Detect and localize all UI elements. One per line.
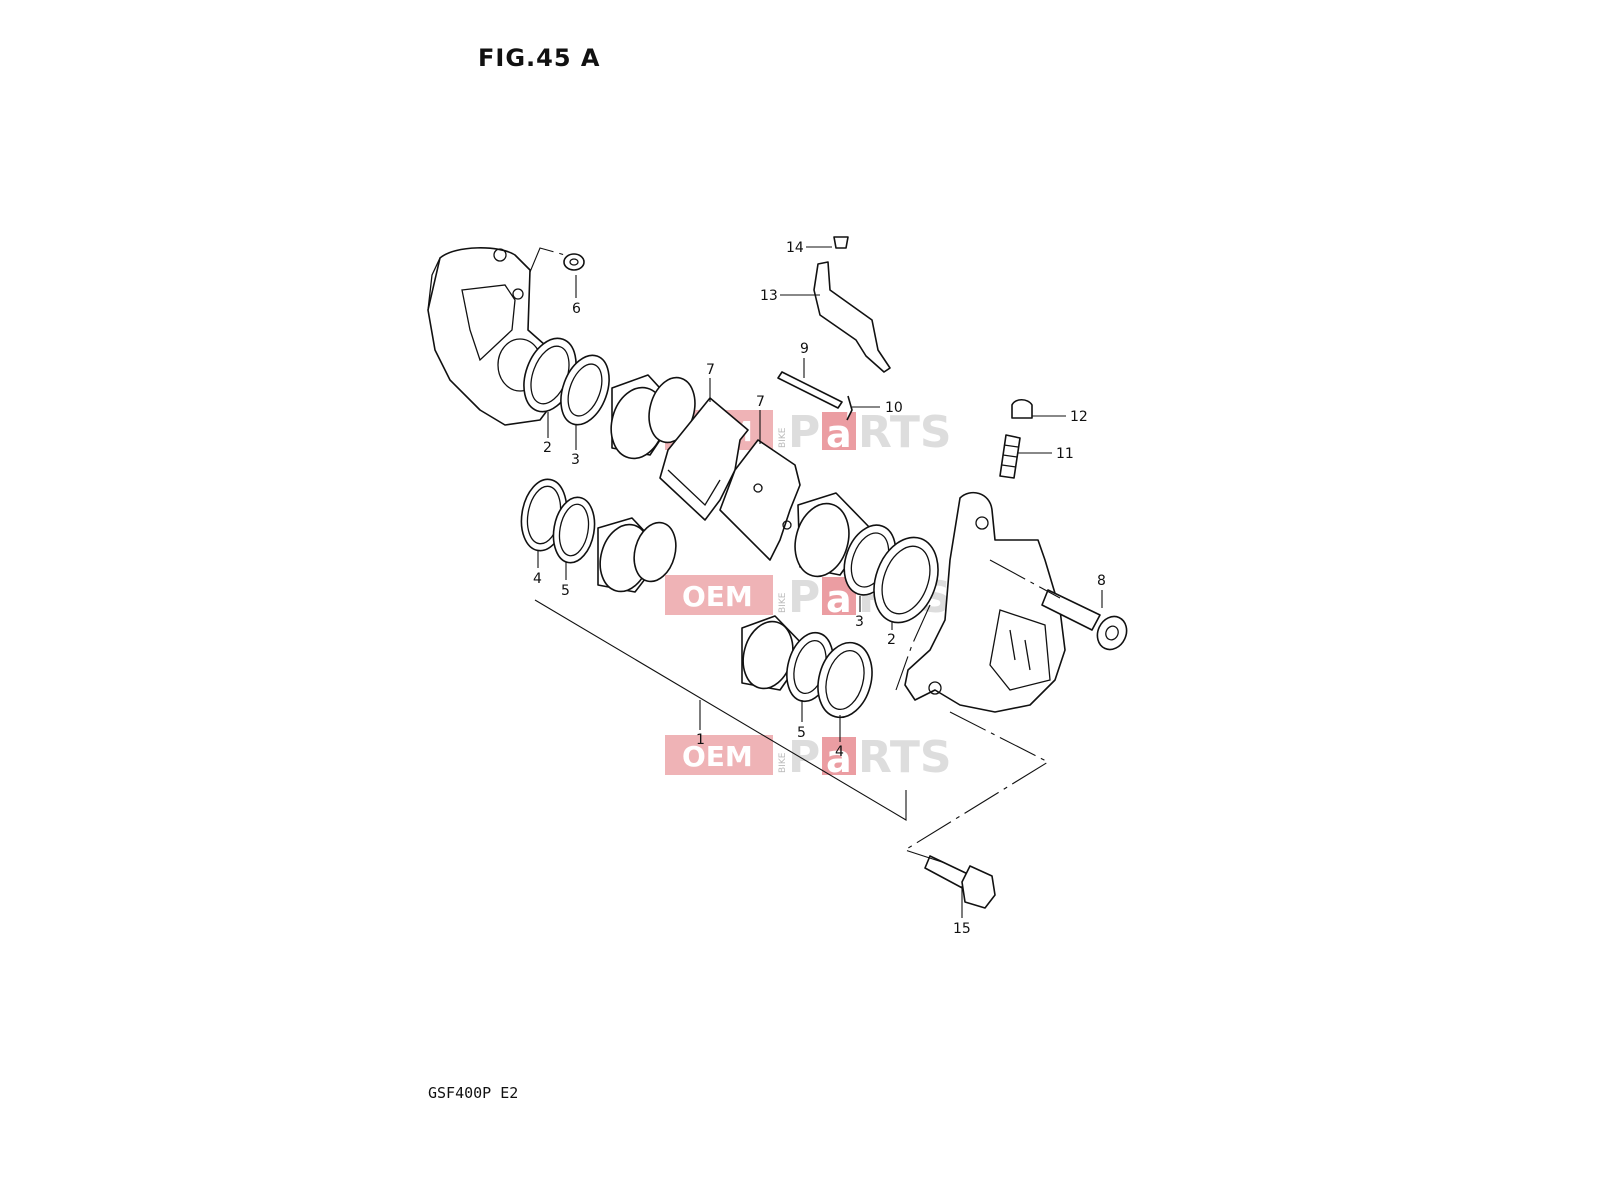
callout-2-top: 2 [543,440,552,456]
callout-8: 8 [1097,573,1106,589]
model-code: GSF400P E2 [428,1084,519,1102]
callout-12: 12 [1070,409,1088,425]
callout-6: 6 [572,301,581,317]
watermark-bike: BIKE [778,752,788,773]
pin-clip-10 [846,395,853,421]
watermark-parts-prefix: P [788,572,820,623]
piston-seal-2-right [873,536,939,624]
callout-11: 11 [1056,446,1074,462]
mounting-bolt-15 [924,855,996,909]
watermark-2: OEM BIKE P a RTS [665,572,952,623]
watermark-3: OEM BIKE P a RTS [665,732,952,783]
callout-5-lower: 5 [797,725,806,741]
pad-pin-9 [777,371,843,409]
piston-left [597,517,677,593]
brake-pad-7a [659,397,749,521]
callout-3-right: 3 [855,614,864,630]
pad-spring-13 [813,261,891,373]
callout-9: 9 [800,341,809,357]
watermark-oem: OEM [682,740,753,773]
watermark-bike: BIKE [778,427,788,448]
callout-13: 13 [760,288,778,304]
caliper-inner-half [904,491,1066,713]
callout-2-right: 2 [887,632,896,648]
callout-7b: 7 [756,394,765,410]
watermark-parts-suffix: RTS [858,732,952,783]
figure-title: FIG.45 A [478,44,601,72]
bleeder-valve-11 [999,434,1021,479]
assembly-bracket-1 [534,599,907,821]
callout-1: 1 [696,732,705,748]
watermark-bike: BIKE [778,592,788,613]
watermark-oem: OEM [682,580,753,613]
callout-15: 15 [953,921,971,937]
piston-seal-4-lower [817,641,873,719]
callout-3-top: 3 [571,452,580,468]
watermark-parts-a: a [826,737,852,781]
callout-4-lower: 4 [835,744,844,760]
watermark-parts-suffix: RTS [858,407,952,458]
callout-4-left: 4 [533,571,542,587]
caliper-outer-half [427,247,556,426]
dash-line-caliper [895,604,931,691]
callout-14: 14 [786,240,804,256]
screw-14 [833,236,849,249]
brake-pad-7b [719,439,801,561]
callout-5-left: 5 [561,583,570,599]
dust-seal-5-left [552,496,596,564]
bleeder-cap-6 [563,253,585,271]
caliper-bolt-8 [1041,589,1128,651]
dash-line-bolt [903,711,1050,865]
watermark-parts-prefix: P [788,732,820,783]
bleeder-cap-12 [1011,398,1033,419]
dust-seal-3-top [560,354,610,426]
piston-top [610,374,696,460]
callout-7a: 7 [706,362,715,378]
callout-10: 10 [885,400,903,416]
dash-line-bolt8 [989,559,1061,599]
watermark-parts-prefix: P [788,407,820,458]
